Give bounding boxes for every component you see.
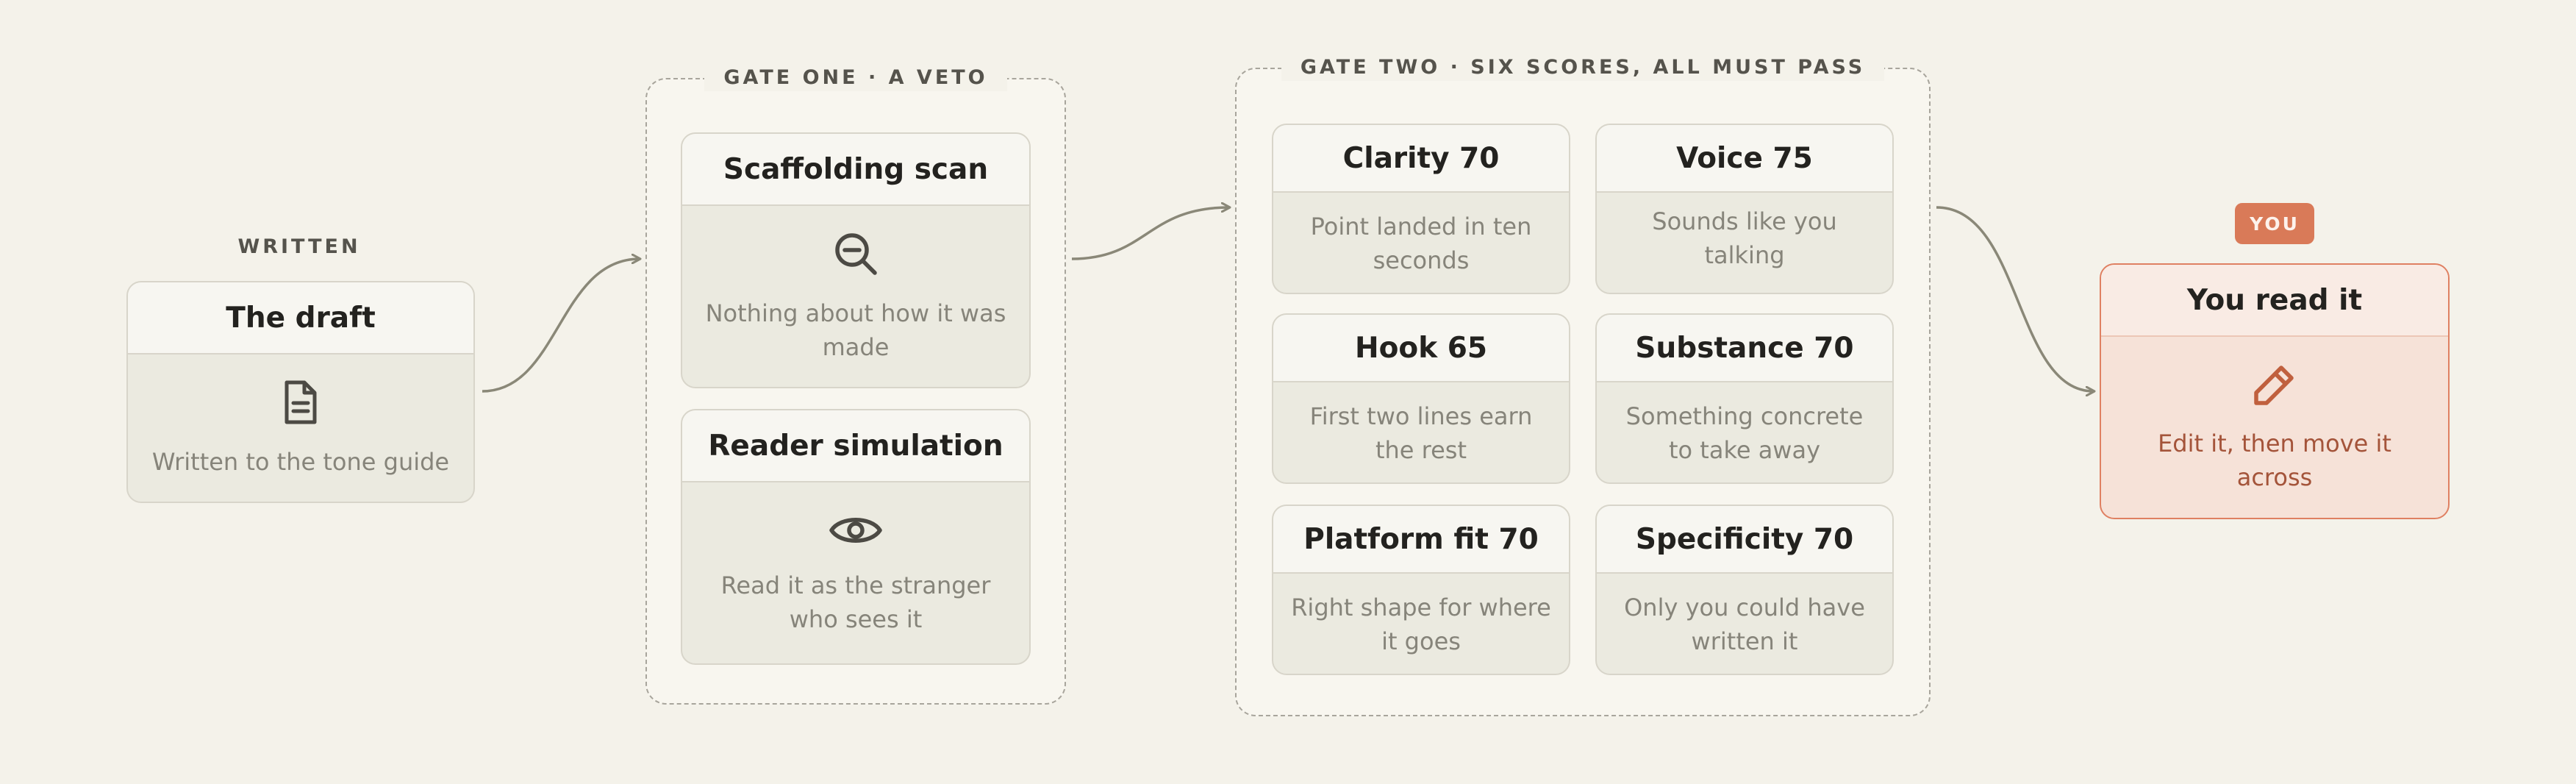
score-card: Platform fit 70 Right shape for where it… <box>1272 505 1570 675</box>
gate-one-label: GATE ONE · A VETO <box>704 65 1007 91</box>
score-card-text: Point landed in ten seconds <box>1310 213 1532 274</box>
document-icon <box>279 379 322 435</box>
gate-one-card-title: Scaffolding scan <box>682 134 1029 206</box>
gate-one-card: Scaffolding scan Nothing about how it wa… <box>681 132 1031 388</box>
gate-two-label: GATE TWO · SIX SCORES, ALL MUST PASS <box>1281 54 1885 81</box>
reader-card-text: Edit it, then move it across <box>2158 430 2391 491</box>
score-card-title: Substance 70 <box>1597 315 1892 382</box>
score-card: Voice 75 Sounds like you talking <box>1595 124 1894 294</box>
score-card: Hook 65 First two lines earn the rest <box>1272 313 1570 484</box>
gate-one-card-text: Nothing about how it was made <box>705 299 1006 361</box>
score-card-text: Something concrete to take away <box>1625 402 1864 464</box>
score-card-title: Clarity 70 <box>1273 125 1569 193</box>
score-card-text: Only you could have written it <box>1624 594 1865 655</box>
arrow-gate-two-to-reader <box>1936 206 2094 391</box>
score-card-text: First two lines earn the rest <box>1309 402 1533 464</box>
eye-icon <box>829 511 883 558</box>
you-badge: YOU <box>2235 203 2314 244</box>
score-card: Specificity 70 Only you could have writt… <box>1595 505 1894 675</box>
pencil-icon <box>2252 362 2297 416</box>
written-stage-label: WRITTEN <box>237 235 361 258</box>
score-card-text: Right shape for where it goes <box>1291 594 1551 655</box>
score-card: Substance 70 Something concrete to take … <box>1595 313 1894 484</box>
arrow-gate-one-to-gate-two <box>1071 207 1229 260</box>
draft-card: The draft Written to the tone guide <box>126 281 475 503</box>
score-card-text: Sounds like you talking <box>1652 207 1837 269</box>
score-card-title: Voice 75 <box>1597 125 1892 193</box>
score-card: Clarity 70 Point landed in ten seconds <box>1272 124 1570 294</box>
score-card-title: Specificity 70 <box>1597 506 1892 574</box>
reader-card: You read it Edit it, then move it across <box>2100 263 2450 519</box>
gate-one-card: Reader simulation Read it as the strange… <box>681 409 1031 665</box>
zoom-out-icon <box>832 230 879 286</box>
reader-card-title: You read it <box>2101 265 2448 337</box>
gate-one-card-text: Read it as the stranger who sees it <box>720 571 991 633</box>
draft-card-text: Written to the tone guide <box>151 448 450 476</box>
score-card-title: Hook 65 <box>1273 315 1569 382</box>
gate-one-card-title: Reader simulation <box>682 410 1029 482</box>
draft-card-title: The draft <box>128 282 473 354</box>
arrow-draft-to-gate-one <box>482 259 640 393</box>
score-card-title: Platform fit 70 <box>1273 506 1569 574</box>
